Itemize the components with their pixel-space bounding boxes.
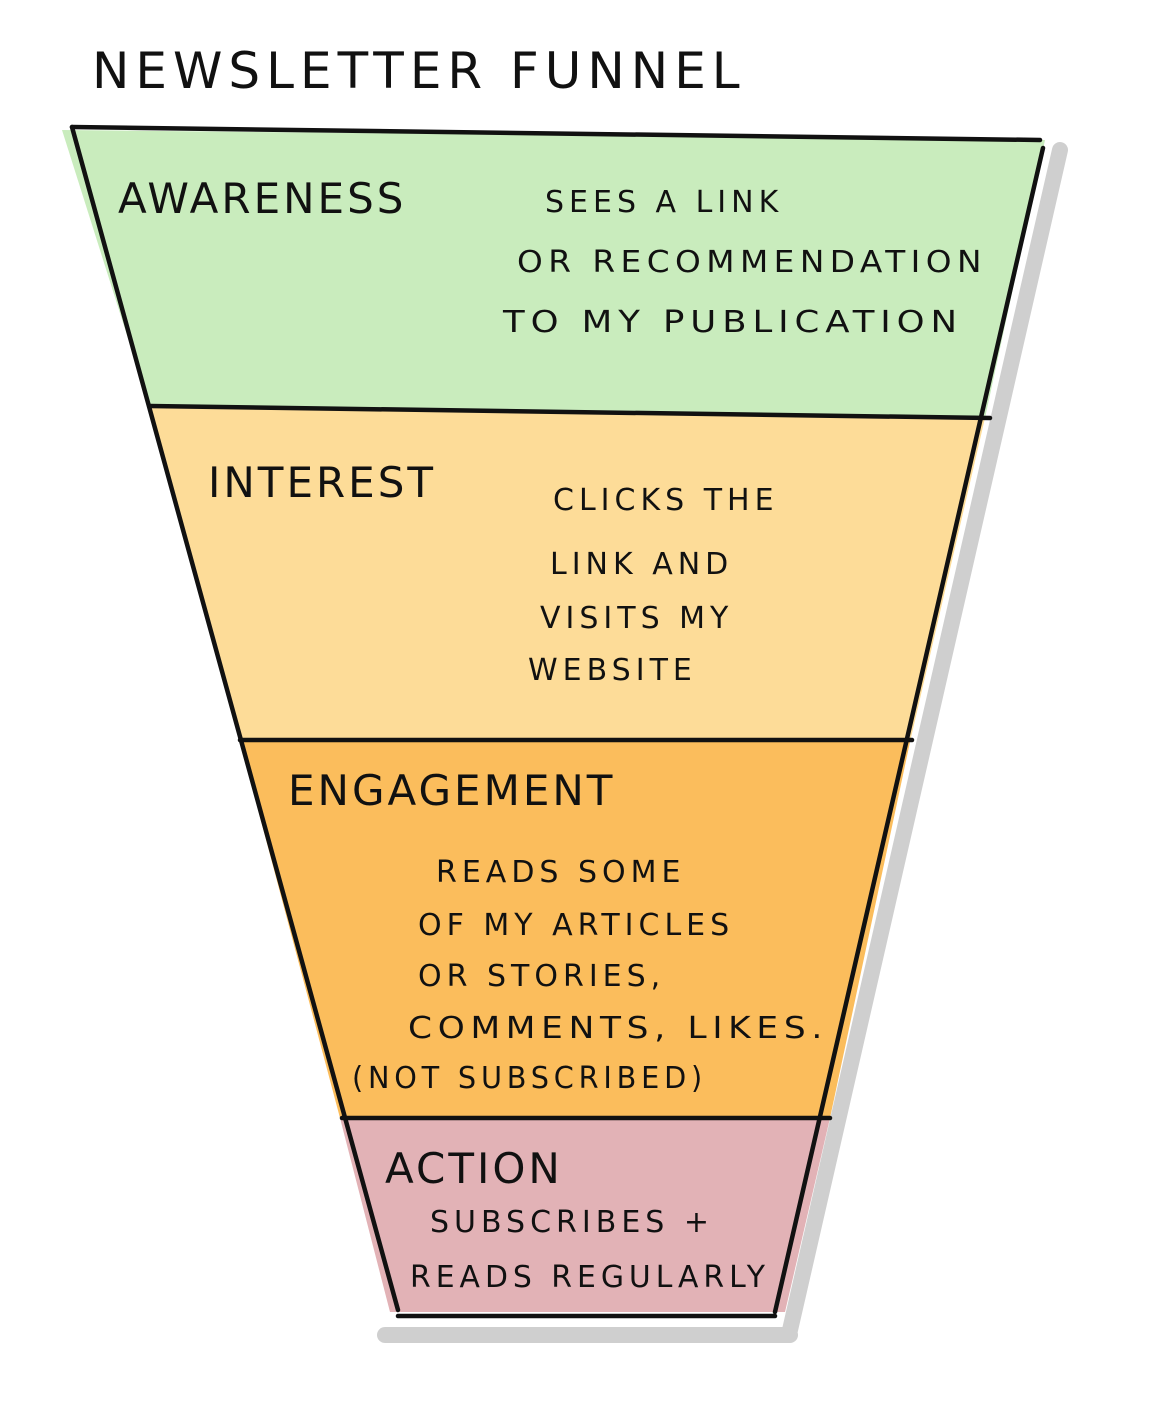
band-fill-awareness [62, 130, 1045, 418]
stage-desc-interest-line-4: website [528, 653, 697, 688]
funnel-shadow [377, 142, 1068, 1343]
stage-desc-interest-line-2: link and [550, 547, 733, 582]
stage-action: Action subscribes + reads regularly [385, 1144, 770, 1295]
stage-desc-engagement-line-3: or stories, [418, 959, 665, 994]
stage-desc-engagement-line-5: (not subscribed) [352, 1061, 707, 1096]
stage-engagement: Engagement Reads some of my articles or … [288, 766, 828, 1096]
stage-desc-interest-line-1: Clicks the [553, 483, 779, 518]
band-fill-interest [150, 408, 985, 742]
stage-desc-awareness-line-2: or recommendation [517, 245, 987, 280]
diagram-title: Newsletter funnel [92, 42, 746, 100]
stage-awareness: Awareness Sees a link or recommendation … [118, 174, 987, 340]
stage-desc-awareness-line-3: to my publication [502, 305, 963, 340]
stage-name-action: Action [385, 1144, 563, 1193]
stage-desc-action-line-2: reads regularly [410, 1260, 770, 1295]
stage-desc-awareness-line-1: Sees a link [545, 185, 783, 220]
band-fill-engagement [240, 742, 910, 1118]
stage-desc-action-line-1: subscribes + [430, 1205, 714, 1240]
stage-desc-engagement-line-1: Reads some [436, 855, 686, 890]
stage-desc-engagement-line-4: comments, likes. [408, 1011, 828, 1046]
stage-name-engagement: Engagement [288, 766, 615, 815]
funnel-band-fills [62, 130, 1045, 1312]
funnel-outline [69, 124, 1046, 1319]
stage-desc-engagement-line-2: of my articles [418, 908, 734, 943]
stage-name-interest: Interest [208, 458, 436, 507]
stage-name-awareness: Awareness [118, 174, 406, 223]
stage-interest: Interest Clicks the link and visits my w… [208, 458, 779, 688]
stage-desc-interest-line-3: visits my [540, 601, 733, 636]
band-fill-action [340, 1118, 830, 1312]
